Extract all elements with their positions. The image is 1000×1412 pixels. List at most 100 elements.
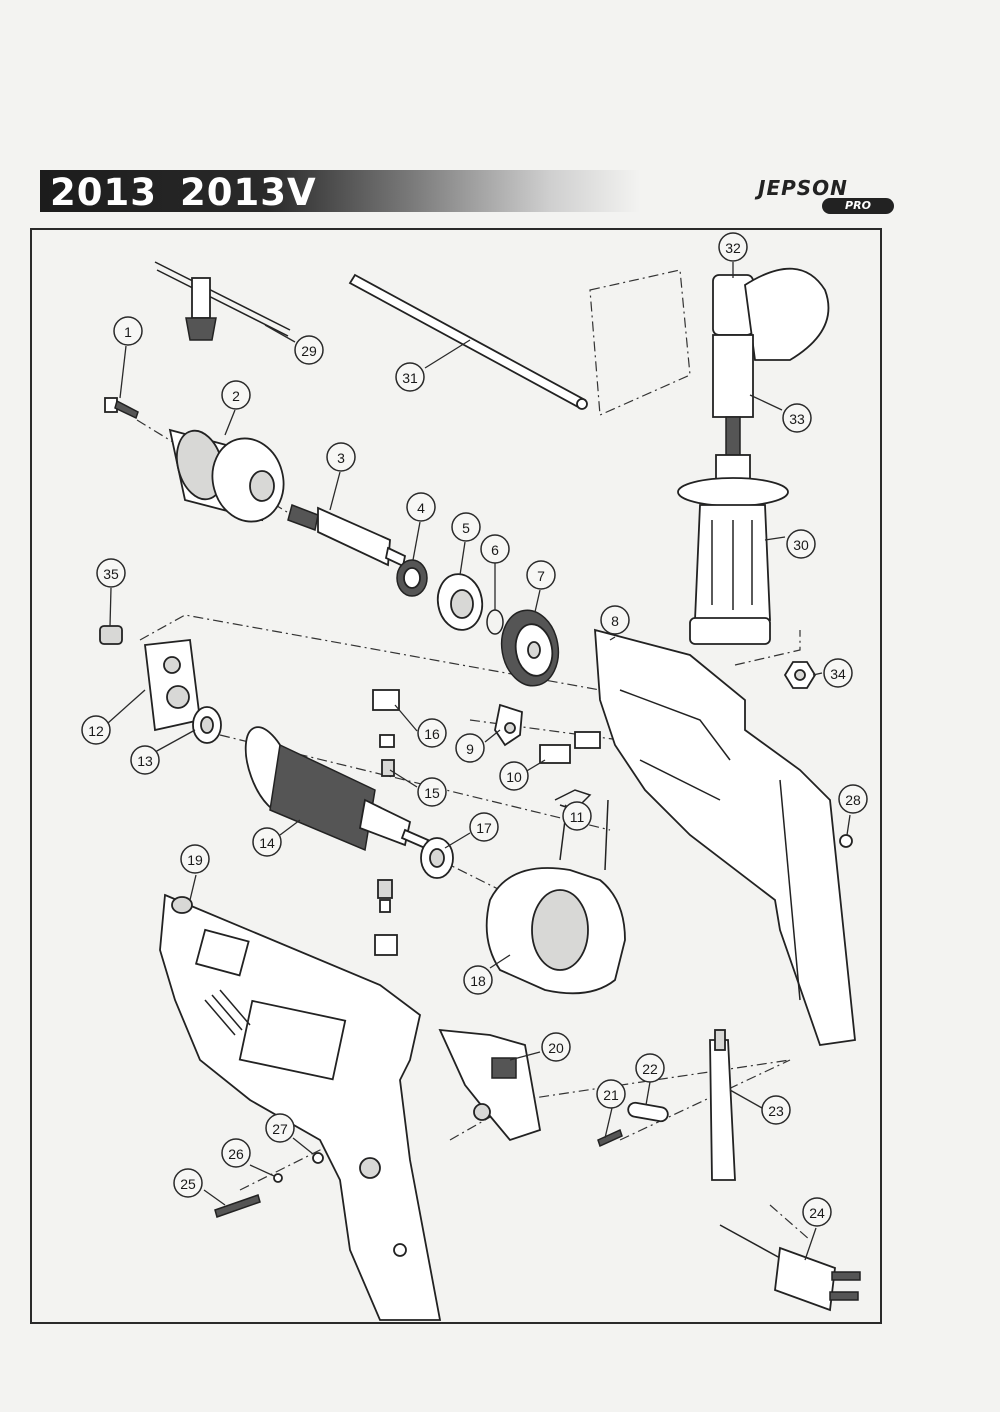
- callout-circle: [761, 1095, 791, 1125]
- part-callout-5: 5: [451, 512, 481, 542]
- part-callout-29: 29: [294, 335, 324, 365]
- power-plug-drawing: [719, 1224, 861, 1312]
- part-callout-9: 9: [455, 733, 485, 763]
- part-callout-13: 13: [130, 745, 160, 775]
- callout-circle: [252, 827, 282, 857]
- part-callout-3: 3: [326, 442, 356, 472]
- part-callout-7: 7: [526, 560, 556, 590]
- part-number: 31: [402, 370, 418, 386]
- title-band: [40, 170, 640, 212]
- brand-name: JEPSON: [758, 176, 848, 200]
- part-number: 28: [845, 792, 861, 808]
- part-callout-27: 27: [265, 1113, 295, 1143]
- part-number: 27: [272, 1121, 288, 1137]
- callout-circle: [326, 442, 356, 472]
- part-callout-10: 10: [499, 761, 529, 791]
- part-number: 1: [124, 324, 132, 340]
- part-number: 25: [180, 1176, 196, 1192]
- part-number: 6: [491, 542, 499, 558]
- callout-circle: [130, 745, 160, 775]
- part-callout-11: 11: [562, 801, 592, 831]
- part-callout-30: 30: [786, 529, 816, 559]
- part-callout-23: 23: [761, 1095, 791, 1125]
- fasteners-drawing: [214, 1152, 324, 1218]
- drill-chuck-drawing: [168, 428, 285, 523]
- callout-circle: [455, 733, 485, 763]
- part-number: 34: [830, 666, 846, 682]
- part-callout-1: 1: [113, 316, 143, 346]
- brush-cap-16-drawing: [372, 689, 400, 711]
- carbon-brush-15-drawing: [379, 734, 395, 777]
- part-number: 4: [417, 500, 425, 516]
- callout-circle: [786, 529, 816, 559]
- part-number: 22: [642, 1061, 658, 1077]
- part-callout-34: 34: [823, 658, 853, 688]
- hex-nut-drawing: [783, 661, 817, 689]
- gear-drawing: [500, 609, 560, 687]
- part-callout-16: 16: [417, 718, 447, 748]
- callout-circle: [823, 658, 853, 688]
- callout-circle: [469, 812, 499, 842]
- part-number: 10: [506, 769, 522, 785]
- callout-circle: [221, 380, 251, 410]
- model-number: 2013: [50, 171, 157, 214]
- part-number: 8: [611, 613, 619, 629]
- callout-circle: [173, 1168, 203, 1198]
- part-number: 12: [88, 723, 104, 739]
- part-callout-35: 35: [96, 558, 126, 588]
- part-number: 19: [187, 852, 203, 868]
- part-callout-4: 4: [406, 492, 436, 522]
- part-number: 35: [103, 566, 119, 582]
- part-number: 20: [548, 1040, 564, 1056]
- callout-circle: [96, 558, 126, 588]
- part-number: 17: [476, 820, 492, 836]
- callout-group: 1234567891011121314151617181920212223242…: [81, 232, 868, 1227]
- part-callout-14: 14: [252, 827, 282, 857]
- callout-circle: [596, 1079, 626, 1109]
- retaining-ring-drawing: [486, 609, 504, 635]
- callout-circle: [417, 718, 447, 748]
- depth-rod-drawing: [348, 273, 588, 410]
- housing-drawing: [159, 893, 442, 1321]
- armature-drawing: [244, 726, 430, 852]
- spindle-drawing: [287, 504, 407, 568]
- screw-21-drawing: [597, 1128, 623, 1148]
- part-callout-19: 19: [180, 844, 210, 874]
- part-number: 24: [809, 1205, 825, 1221]
- part-number: 3: [337, 450, 345, 466]
- callout-circle: [417, 777, 447, 807]
- part-number: 18: [470, 973, 486, 989]
- part-callout-25: 25: [173, 1168, 203, 1198]
- part-callout-12: 12: [81, 715, 111, 745]
- part-callout-21: 21: [596, 1079, 626, 1109]
- part-number: 5: [462, 520, 470, 536]
- model-number-variant: 2013V: [180, 171, 317, 214]
- part-callout-18: 18: [463, 965, 493, 995]
- part-callout-28: 28: [838, 784, 868, 814]
- callout-circle: [562, 801, 592, 831]
- callout-circle: [782, 403, 812, 433]
- part-callout-31: 31: [395, 362, 425, 392]
- part-number: 2: [232, 388, 240, 404]
- part-callout-24: 24: [802, 1197, 832, 1227]
- brand-sub: PRO: [822, 198, 894, 214]
- part-number: 9: [466, 741, 474, 757]
- trigger-switch-drawing: [438, 1028, 542, 1142]
- callout-circle: [463, 965, 493, 995]
- cord-guard-drawing: [709, 1029, 736, 1181]
- bearing-17-drawing: [420, 837, 454, 879]
- callout-circle: [718, 232, 748, 262]
- callout-circle: [294, 335, 324, 365]
- part-callout-15: 15: [417, 777, 447, 807]
- callout-circle: [541, 1032, 571, 1062]
- part-number: 16: [424, 726, 440, 742]
- callout-circle: [526, 560, 556, 590]
- switch-block-drawing: [539, 731, 601, 764]
- callout-circle: [265, 1113, 295, 1143]
- callout-circle: [802, 1197, 832, 1227]
- part-number: 15: [424, 785, 440, 801]
- callout-circle: [81, 715, 111, 745]
- part-number: 33: [789, 411, 805, 427]
- bearing-5-drawing: [436, 573, 484, 631]
